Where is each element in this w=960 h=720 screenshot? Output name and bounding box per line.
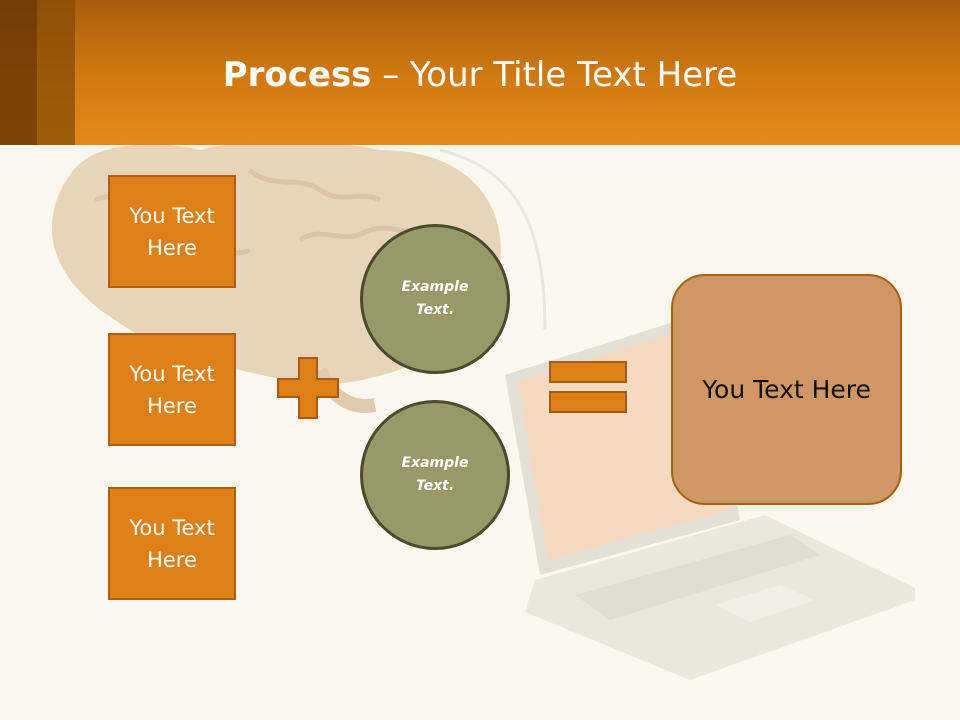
title-bold: Process — [222, 55, 372, 95]
text-box-2-label: You Text Here — [129, 361, 215, 418]
text-box-1-label: You Text Here — [129, 203, 215, 260]
example-circle-2-label: Example Text. — [401, 455, 469, 494]
result-box-label: You Text Here — [702, 375, 871, 404]
example-circle-2: Example Text. — [360, 400, 510, 550]
header-stripe-dark — [0, 0, 37, 145]
header-stripe-medium — [37, 0, 75, 145]
header-bar: Process – Your Title Text Here — [0, 0, 960, 145]
text-box-3: You Text Here — [108, 487, 236, 600]
example-circle-1: Example Text. — [360, 224, 510, 374]
result-box: You Text Here — [671, 274, 902, 505]
text-box-2: You Text Here — [108, 333, 236, 446]
example-circle-1-label: Example Text. — [401, 279, 469, 318]
equals-icon — [549, 361, 627, 413]
plus-icon — [277, 357, 339, 419]
text-box-3-label: You Text Here — [129, 515, 215, 572]
slide-title: Process – Your Title Text Here — [0, 52, 960, 98]
title-rest: – Your Title Text Here — [371, 55, 738, 95]
text-box-1: You Text Here — [108, 175, 236, 288]
